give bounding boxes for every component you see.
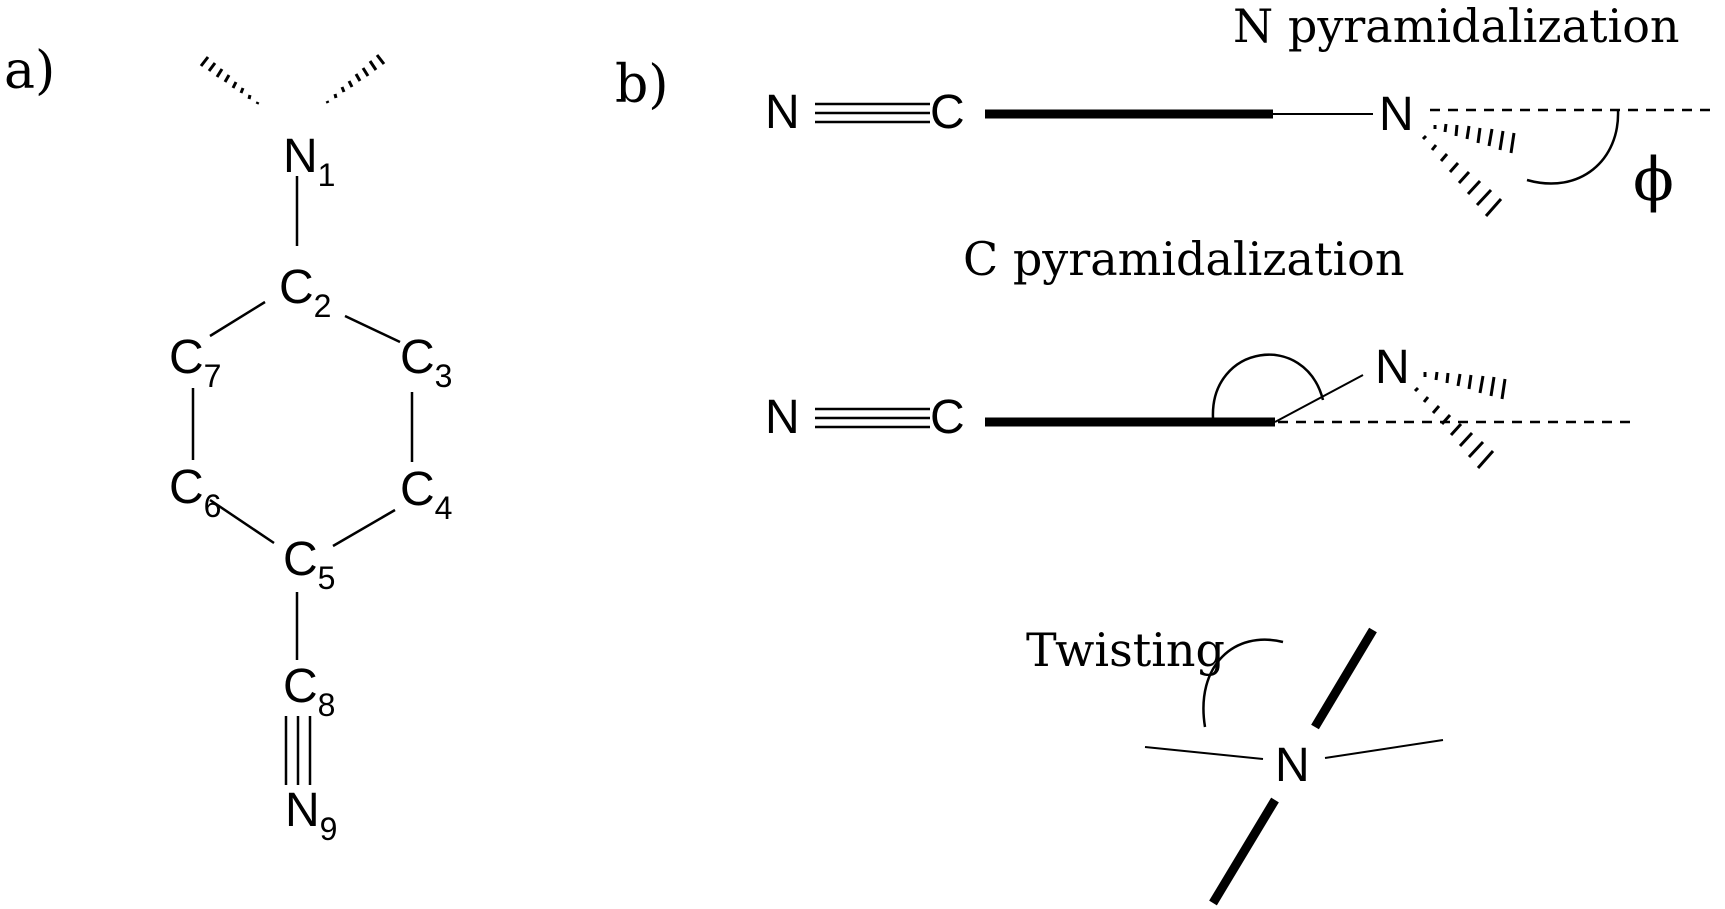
atom-c8-subscript: 8 — [318, 687, 336, 723]
atom-c8: C8 — [283, 660, 335, 723]
atom-c6-element: C — [169, 461, 204, 514]
atom-n9-subscript: 9 — [320, 811, 338, 847]
atom-c7-subscript: 7 — [204, 358, 222, 394]
n-pyr-atom-c: C — [930, 86, 965, 139]
atom-c3: C3 — [400, 331, 452, 394]
n1-hashed-bond-right — [325, 54, 386, 104]
c-pyr-tilted-bond — [1274, 374, 1364, 423]
atom-n1-element: N — [283, 130, 318, 183]
twisting-arc — [1202, 638, 1284, 728]
n-pyr-atom-n-left: N — [765, 86, 800, 139]
c-pyramidalization-group: C pyramidalization N C N — [765, 232, 1635, 469]
atom-n1-subscript: 1 — [318, 157, 336, 193]
n-pyr-hashed-bond-lower — [1421, 134, 1503, 217]
twist-bold-bond-lower — [1209, 797, 1279, 906]
atom-c5-subscript: 5 — [318, 560, 336, 596]
atom-c5-element: C — [283, 533, 318, 586]
atom-n9-element: N — [285, 784, 320, 837]
n-pyr-hashed-bond-upper — [1433, 123, 1516, 154]
atom-c2-subscript: 2 — [314, 288, 332, 324]
atom-c2-element: C — [279, 261, 314, 314]
atom-c7: C7 — [169, 331, 221, 394]
atom-c3-element: C — [400, 331, 435, 384]
phi-angle-label: ϕ — [1633, 145, 1674, 215]
panel-a: a) — [4, 41, 452, 847]
c-pyr-hashed-bond-upper — [1423, 371, 1507, 400]
n-pyr-atom-n-right: N — [1379, 88, 1414, 141]
n-pyr-triple-bond — [815, 102, 930, 124]
c-pyr-angle-arc — [1211, 353, 1325, 419]
atom-c4-element: C — [400, 463, 435, 516]
twist-thin-bond-left — [1144, 746, 1264, 760]
twist-bold-bond-upper — [1311, 627, 1377, 730]
atom-c2: C2 — [279, 261, 331, 324]
c-pyr-atom-n-right: N — [1375, 341, 1410, 394]
twist-thin-bond-right — [1324, 739, 1444, 759]
twisting-title: Twisting — [1026, 623, 1225, 677]
panel-b-label: b) — [615, 55, 669, 115]
twisting-group: Twisting N — [1026, 623, 1444, 906]
ring-bonds — [191, 176, 414, 660]
c-pyr-atom-c: C — [930, 391, 965, 444]
atom-c5: C5 — [283, 533, 335, 596]
atom-c3-subscript: 3 — [435, 358, 453, 394]
atom-n9: N9 — [285, 784, 337, 847]
atom-c4: C4 — [400, 463, 452, 526]
atom-c6: C6 — [169, 461, 221, 524]
n-pyramidalization-group: N pyramidalization N C N — [765, 0, 1715, 217]
atom-n1: N1 — [283, 130, 335, 193]
n1-hashed-bond-left — [199, 56, 260, 105]
twist-atom-n: N — [1275, 739, 1310, 792]
c-pyr-hashed-bond-lower — [1413, 386, 1495, 469]
c-pyr-atom-n-left: N — [765, 391, 800, 444]
c-pyramidalization-title: C pyramidalization — [963, 232, 1404, 286]
n-pyramidalization-title: N pyramidalization — [1233, 0, 1680, 53]
c8-n9-triple-bond — [284, 716, 312, 785]
atom-c8-element: C — [283, 660, 318, 713]
panel-a-label: a) — [4, 41, 55, 101]
atom-c6-subscript: 6 — [204, 488, 222, 524]
atom-c7-element: C — [169, 331, 204, 384]
c-pyr-triple-bond — [815, 407, 930, 429]
atom-c4-subscript: 4 — [435, 490, 453, 526]
phi-angle-arc — [1526, 109, 1620, 185]
panel-b: b) N pyramidalization N C N — [615, 0, 1715, 906]
